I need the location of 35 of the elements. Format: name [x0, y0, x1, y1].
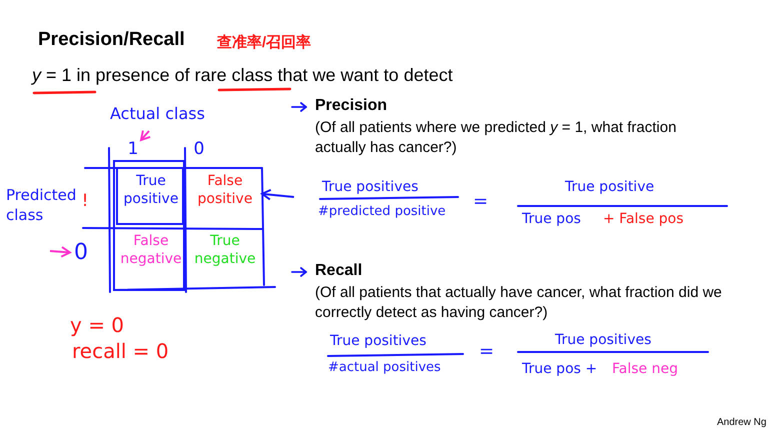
slide-subtitle: y = 1 in presence of rare class that we want to detect	[32, 64, 453, 87]
chinese-subtitle: 查准率/召回率	[217, 33, 312, 52]
formula-text: + False pos	[603, 210, 684, 228]
matrix-cell: True positive	[119, 172, 183, 208]
formula-text: True pos	[522, 210, 581, 228]
slide-title: Precision/Recall	[38, 29, 185, 51]
author-credit: Andrew Ng	[717, 416, 766, 429]
section-heading: Precision	[315, 96, 388, 116]
matrix-cell: True negative	[190, 232, 260, 268]
formula-text: True positives	[322, 178, 418, 196]
matrix-cell: False negative	[117, 232, 185, 268]
equals-sign: =	[473, 190, 488, 214]
handwritten-note: recall = 0	[72, 338, 169, 364]
formula-text: True positives	[555, 331, 652, 350]
axis-label: Actual class	[110, 104, 205, 125]
equals-sign: =	[479, 340, 494, 364]
axis-label: Predicted class	[6, 186, 76, 225]
formula-text: True positives	[330, 332, 426, 350]
class-value: !	[80, 190, 90, 212]
handwritten-note: y = 0	[70, 312, 124, 338]
class-value: 0	[192, 138, 206, 160]
class-value: 0	[72, 239, 90, 268]
class-value: 1	[127, 138, 139, 160]
definition-text: (Of all patients that actually have cancer, what fraction did we correctly detect as having cancer?)	[315, 283, 723, 322]
arrow	[140, 130, 152, 141]
formula-text: #predicted positive	[318, 204, 446, 221]
formula-text: #actual positives	[328, 360, 441, 377]
formula-text: True pos +	[522, 360, 598, 378]
section-heading: Recall	[315, 261, 362, 281]
definition-text: (Of all patients where we predicted y = 1, what fraction actually has cancer?)	[315, 118, 678, 157]
arrow	[50, 246, 71, 258]
formula-text: False neg	[612, 360, 678, 378]
matrix-cell: False positive	[190, 172, 260, 208]
formula-text: True positive	[565, 178, 654, 196]
arrow	[261, 188, 294, 200]
